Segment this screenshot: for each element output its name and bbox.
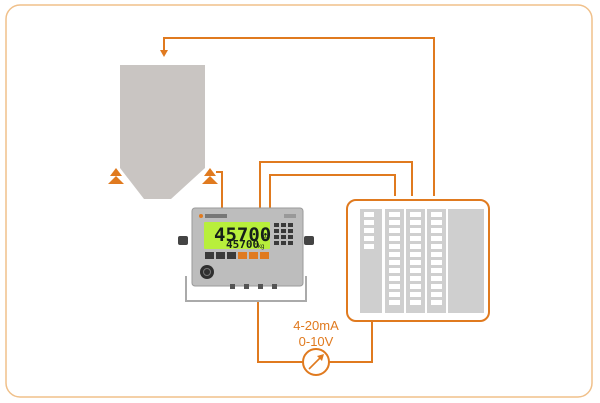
model-label <box>284 214 296 218</box>
function-button-5 <box>249 252 258 259</box>
plc-module-5 <box>448 209 484 313</box>
brand-logo-icon <box>199 214 203 218</box>
function-button-6 <box>260 252 269 259</box>
indicator-left-knob <box>178 236 188 245</box>
silo <box>120 65 205 199</box>
function-buttons <box>205 252 269 259</box>
feed-control-line <box>163 37 435 196</box>
function-button-4 <box>238 252 247 259</box>
plc-module-1-terminals <box>364 212 374 249</box>
gauge-icon <box>302 348 330 376</box>
lcd-display <box>204 222 270 249</box>
plc-module-1 <box>360 209 382 313</box>
lcd-main-unit: kg <box>262 234 268 240</box>
weighing-indicator: 45700 kg 45700 kg <box>178 207 314 302</box>
feed-valve-arrow-icon <box>160 50 168 57</box>
plc-controller <box>346 199 490 322</box>
indicator-bracket <box>185 276 307 302</box>
analog-output-label-line1: 4-20mA <box>293 318 339 333</box>
connection-lines <box>163 37 435 363</box>
analog-output-line <box>257 300 373 363</box>
indicator-right-knob <box>304 236 314 245</box>
power-button-icon <box>200 265 214 279</box>
load-cell-right-icon <box>202 168 218 184</box>
cable-glands <box>230 284 277 289</box>
lcd-sub-value: 45700 <box>226 238 259 251</box>
brand-label <box>205 214 227 218</box>
signal-line-inner <box>269 174 396 208</box>
loadcell-cable <box>216 171 223 208</box>
plc-module-4-terminals <box>431 212 442 305</box>
function-button-1 <box>205 252 214 259</box>
keypad-icon <box>274 223 293 245</box>
signal-line-outer <box>259 161 413 208</box>
plc-module-3-terminals <box>410 212 421 305</box>
analog-output-label-line2: 0-10V <box>299 334 334 349</box>
lcd-main-value: 45700 <box>214 224 271 246</box>
plc-module-2-terminals <box>389 212 400 305</box>
lcd-sub-unit: kg <box>258 244 264 250</box>
function-button-3 <box>227 252 236 259</box>
load-cell-left-icon <box>108 168 124 184</box>
function-button-2 <box>216 252 225 259</box>
